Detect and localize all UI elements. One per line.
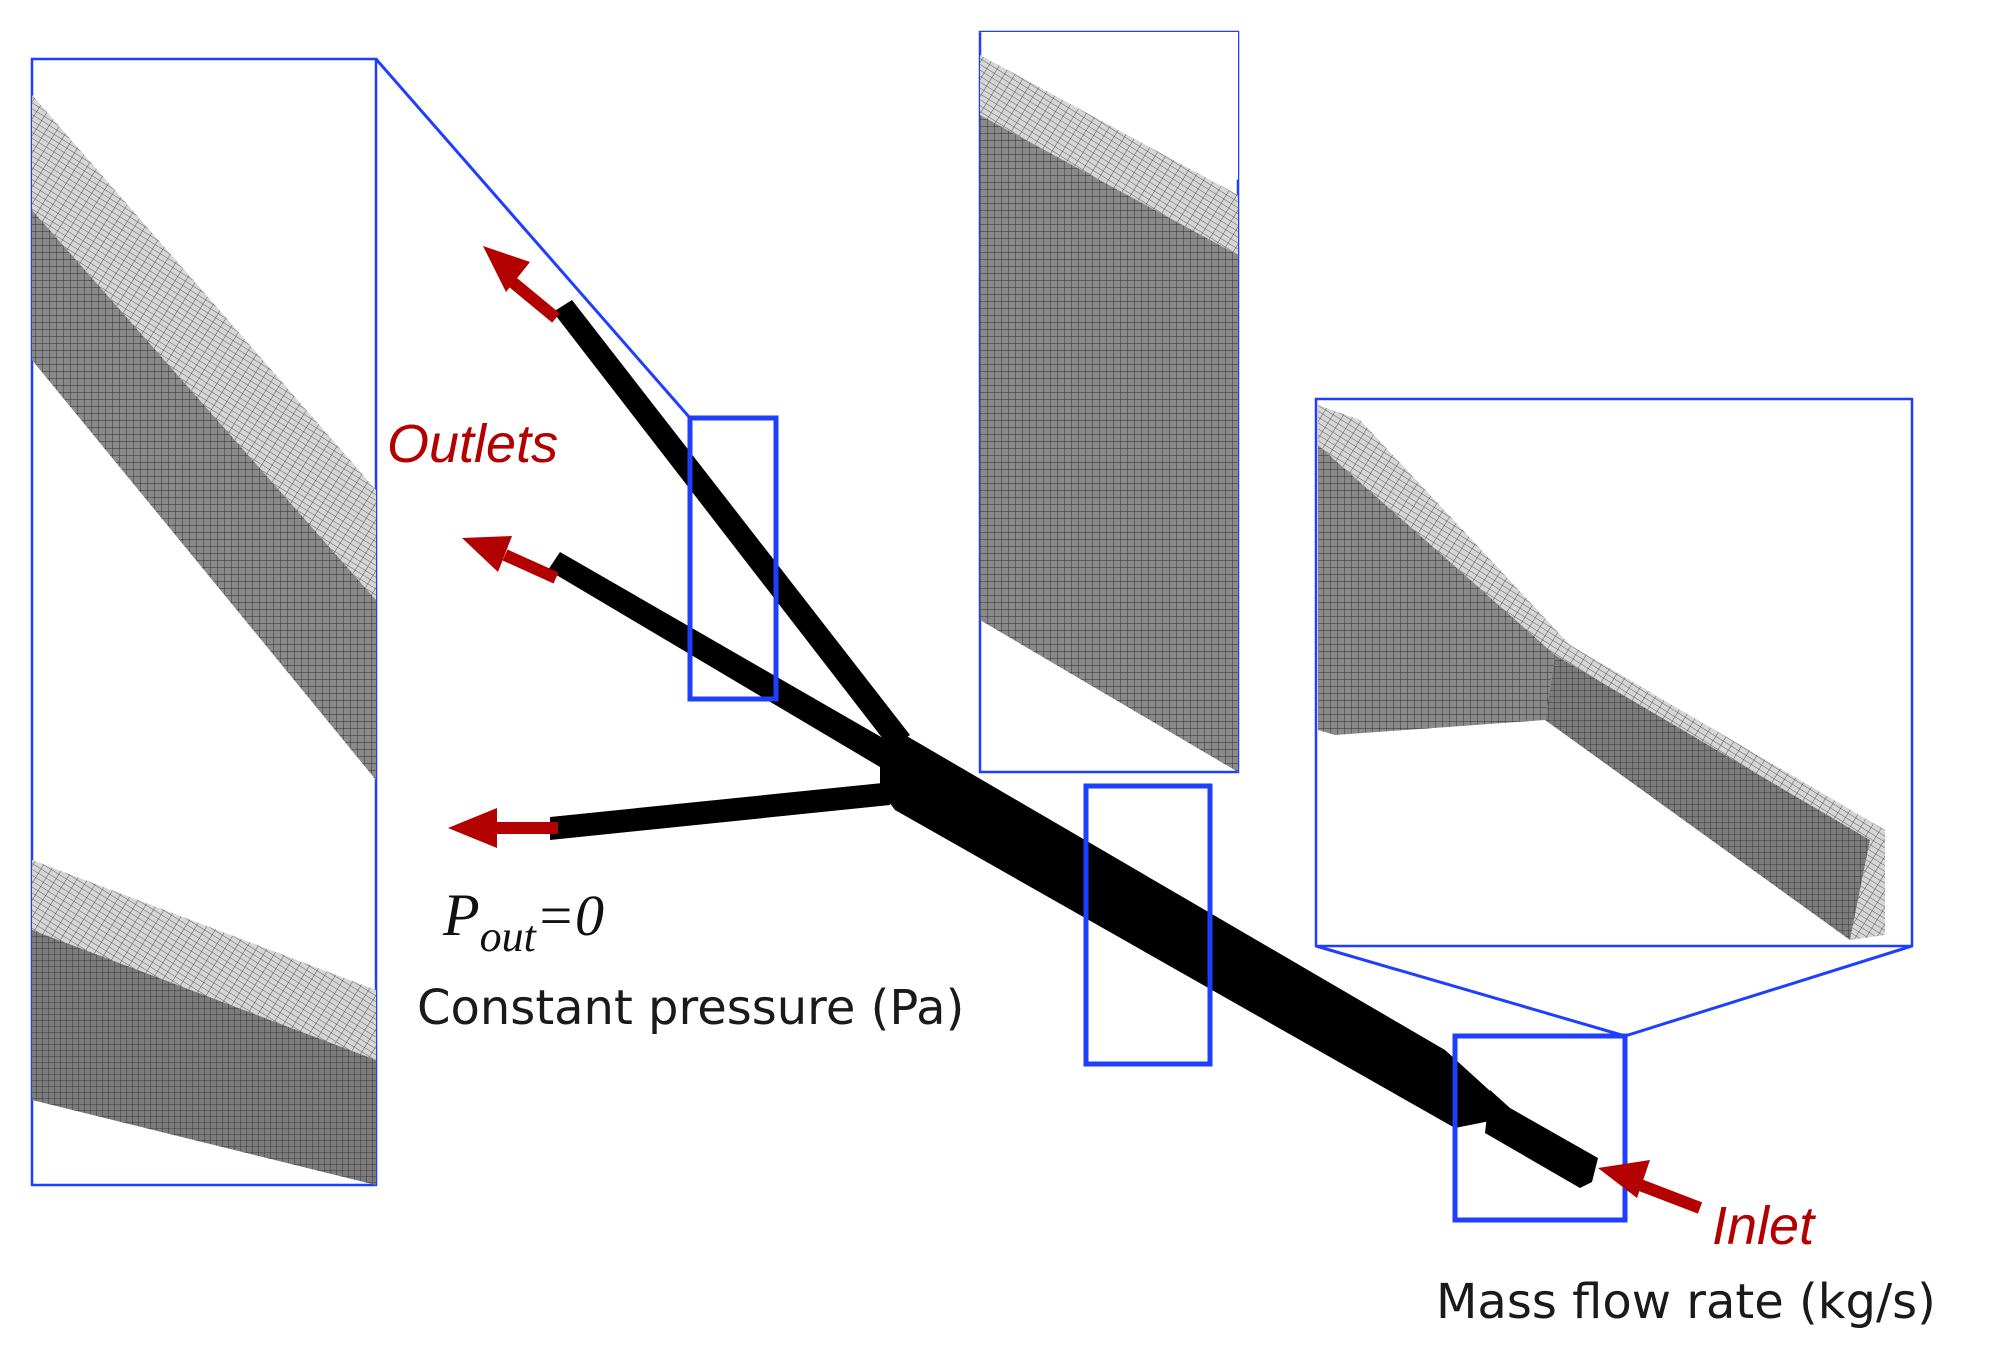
zoom-box-main-channel xyxy=(1083,783,1213,1067)
outlet-arrow-middle xyxy=(462,536,559,584)
outlet-arrow-bottom xyxy=(448,808,558,848)
outlet-branch-middle xyxy=(548,552,895,770)
zoom-box-outlet-branch xyxy=(687,415,779,702)
mesh-detail-right xyxy=(1318,405,1885,940)
outlets-label: Outlets xyxy=(387,414,558,474)
connector-line xyxy=(374,58,692,419)
inlet-condition-label: Mass flow rate (kg/s) xyxy=(1436,1274,1936,1330)
zoom-box-inlet xyxy=(1452,1033,1628,1223)
outlet-condition-label: Constant pressure (Pa) xyxy=(417,980,964,1036)
outlet-branch-bottom xyxy=(550,782,892,840)
outlet-pressure-symbol: Pout=0 xyxy=(442,882,604,961)
channel-network xyxy=(548,300,1598,1188)
connector-line xyxy=(1624,944,1913,1038)
outlet-arrow-top xyxy=(483,246,560,323)
inlet-section xyxy=(1485,1090,1598,1188)
mesh-detail-left xyxy=(32,95,376,1185)
main-channel xyxy=(880,735,1505,1128)
mesh-detail-middle xyxy=(980,32,1238,772)
inlet-label: Inlet xyxy=(1712,1196,1816,1256)
connector-line xyxy=(1315,944,1626,1038)
outlet-branch-top xyxy=(553,300,910,748)
inlet-arrow xyxy=(1598,1160,1703,1214)
